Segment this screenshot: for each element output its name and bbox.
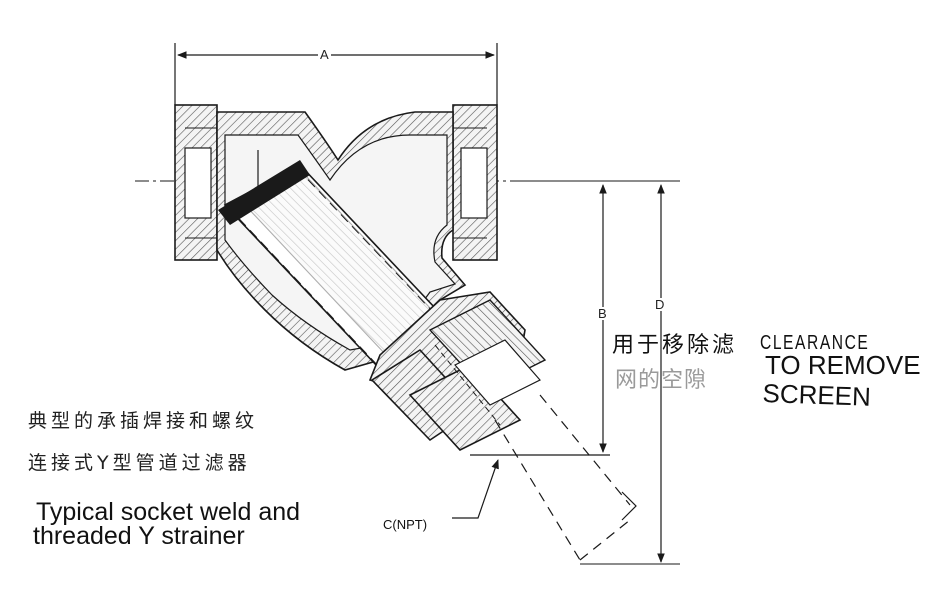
caption-en-line1: Typical socket weld and (36, 498, 301, 526)
removal-clearance-envelope (494, 394, 637, 561)
dimension-a-line (174, 43, 498, 105)
right-socket-end (452, 104, 498, 261)
clearance-cn-line2: 网的空隙 (615, 368, 708, 393)
clearance-en-word: CLEARANCE (760, 332, 870, 354)
dimension-a-label: A (318, 47, 331, 62)
dimension-d-label: D (653, 297, 667, 312)
dimension-d-line (580, 184, 680, 565)
caption-cn-line1: 典型的承插焊接和螺纹 (28, 410, 259, 432)
dimension-b-label: B (596, 306, 609, 321)
screen-cap-plug (368, 291, 610, 456)
left-socket-end (174, 104, 218, 261)
dimension-c-label: C(NPT) (383, 517, 428, 532)
clearance-cn-line1: 用于移除滤 (612, 333, 738, 358)
caption-en-line2: threaded Y strainer (33, 522, 245, 550)
clearance-en-line3: SCREEN (762, 378, 872, 412)
clearance-en-line2: TO REMOVE (765, 350, 921, 380)
c-npt-leader (452, 459, 499, 519)
caption-cn-line2: 连接式Y型管道过滤器 (28, 452, 251, 474)
